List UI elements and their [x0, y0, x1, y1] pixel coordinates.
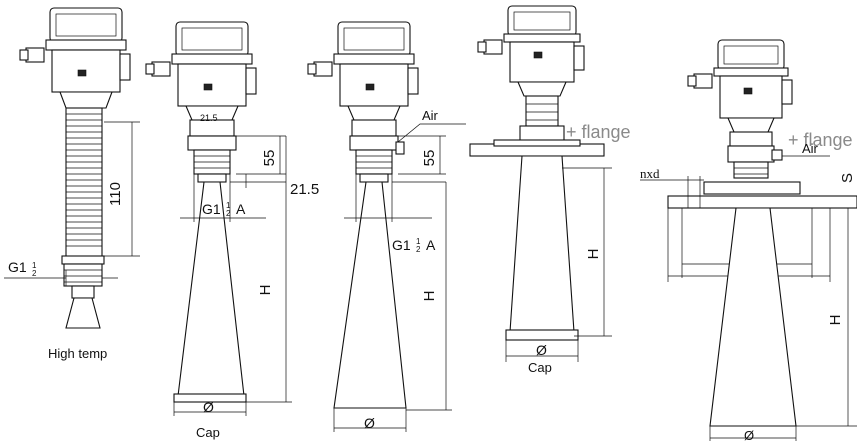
svg-text:1: 1	[416, 237, 421, 246]
thread-suffix-3: A	[426, 237, 436, 253]
high-temp-label: High temp	[48, 346, 107, 361]
antenna-horn-1	[65, 297, 101, 329]
housing-head-4	[477, 5, 585, 97]
antenna-horn-3	[333, 181, 407, 409]
svg-text:2: 2	[226, 209, 231, 218]
housing-head-1	[19, 7, 131, 109]
cap-label-1: Cap	[196, 425, 220, 440]
dim-55-label-2: 55	[421, 150, 438, 167]
nxd-label: nxd	[640, 166, 660, 181]
svg-text:2: 2	[32, 269, 37, 278]
housing-head-3	[307, 21, 419, 121]
dim-21-5-label: 21.5	[290, 181, 319, 198]
flange-label-2: + flange	[788, 130, 853, 150]
thread-suffix-2: A	[236, 201, 246, 217]
housing-head-5	[687, 39, 793, 133]
cap-label-2: Cap	[528, 360, 552, 375]
figure-high-temp: 110 G1 1 2 High temp	[4, 7, 140, 361]
dim-21-5-small: 21.5	[200, 113, 218, 123]
air-label-2: Air	[802, 141, 819, 156]
dim-h-label-4: H	[827, 315, 844, 326]
figure-air-purge: Air 55 H G1 1 2 A Ø	[307, 21, 466, 432]
figure-flange: + flange H Ø Cap	[469, 5, 631, 375]
dim-h-label-2: H	[421, 291, 438, 302]
dim-55-label-1: 55	[261, 150, 278, 167]
svg-text:1: 1	[226, 201, 231, 210]
dim-h-label-3: H	[585, 249, 602, 260]
cooling-bellows	[61, 107, 105, 299]
air-label-1: Air	[422, 108, 439, 123]
thread-label-1: G1	[8, 259, 27, 275]
antenna-horn-4	[509, 155, 575, 333]
dim-s-label: S	[839, 173, 856, 183]
dim-110-label: 110	[107, 182, 124, 206]
thread-fraction-1: 1	[32, 261, 37, 270]
flange-label-1: + flange	[566, 122, 631, 142]
dim-h-label-1: H	[257, 285, 274, 296]
thread-label-2: G1	[202, 201, 221, 217]
figure-standard-cap: 21.5 55 21.5 H G1 1 2 A Ø Cap	[145, 21, 319, 440]
antenna-horn-5	[709, 207, 797, 427]
figure-flange-air: + flange Air nxd S b a H Ø	[640, 39, 857, 443]
diameter-label-2: Ø	[364, 415, 375, 431]
diameter-label-3: Ø	[536, 342, 547, 358]
thread-label-3: G1	[392, 237, 411, 253]
diameter-label-4: Ø	[744, 428, 754, 441]
housing-head-2	[145, 21, 257, 121]
diameter-label-1: Ø	[203, 399, 214, 415]
svg-text:2: 2	[416, 245, 421, 254]
